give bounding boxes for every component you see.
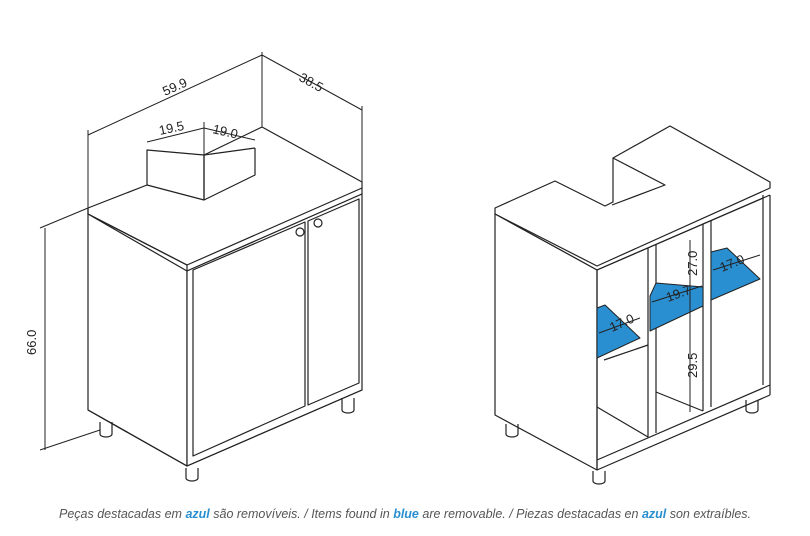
caption-pt-start: Peças destacadas em — [58, 507, 186, 521]
shelf-right — [710, 247, 761, 301]
label-upper-clearance: 27.0 — [685, 251, 700, 276]
caption-es-highlight: azul — [641, 507, 667, 521]
knob-right — [313, 218, 323, 228]
label-cutout-depth: 19.0 — [211, 121, 239, 141]
caption-en-end: are removable. / Piezas destacadas en — [418, 507, 642, 521]
dimension-lines-right — [598, 240, 761, 412]
label-cutout-width: 19.5 — [158, 118, 186, 138]
label-height: 66.0 — [24, 330, 39, 355]
cabinet-feet — [99, 398, 355, 482]
right-door — [307, 198, 360, 406]
caption-es-end: son extraíbles. — [666, 507, 752, 521]
open-cabinet — [494, 125, 771, 485]
caption-en-highlight: blue — [393, 507, 419, 521]
removable-parts-caption: Peças destacadas em azul são removíveis.… — [0, 507, 810, 521]
open-cabinet-top — [494, 125, 771, 267]
shelf-left — [596, 304, 641, 359]
caption-pt-highlight: azul — [185, 507, 210, 521]
left-door — [192, 221, 306, 457]
label-lower-clearance: 29.5 — [685, 353, 700, 378]
closed-cabinet — [87, 126, 363, 482]
dimension-lines-left — [39, 52, 363, 451]
label-depth: 38.5 — [297, 70, 326, 95]
caption-pt-end: são removíveis. / Items found in — [209, 507, 394, 521]
knob-left — [295, 227, 305, 237]
